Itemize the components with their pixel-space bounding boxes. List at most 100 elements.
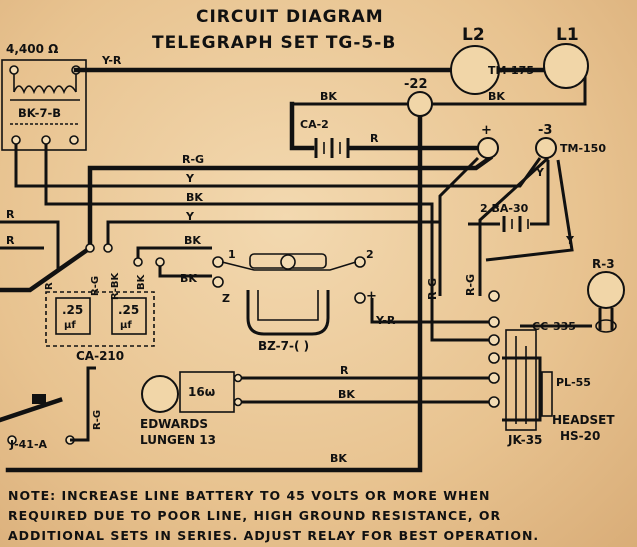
wire-right-2 xyxy=(478,156,550,296)
edwards-terminal xyxy=(233,397,243,407)
cap-box xyxy=(55,297,91,335)
label-minus-3: -3 xyxy=(538,123,552,138)
buzzer-terminal-plus xyxy=(354,292,366,304)
buzzer-bz-7: 1 Z 2 + BZ-7-( ) xyxy=(212,248,377,353)
label-edwards-2: LUNGEN 13 xyxy=(140,433,216,447)
wire-label-bk: BK xyxy=(186,191,203,204)
cap-terminal xyxy=(85,243,95,253)
buzzer-u-magnet xyxy=(246,290,330,336)
wire-label-y: Y xyxy=(535,166,545,179)
terminal-minus-3 xyxy=(535,137,557,159)
headset-assembly: R-3 CC-335 PL-55 HEADSET HS-20 xyxy=(532,257,625,443)
note-line-2: REQUIRED DUE TO POOR LINE, HIGH GROUND R… xyxy=(8,508,501,523)
wire-right-1 xyxy=(438,156,480,296)
wire-diagonal-left xyxy=(0,244,94,293)
cap-value-1: .25 xyxy=(62,303,83,317)
label-l2: L2 xyxy=(462,25,485,45)
plug-body xyxy=(541,371,553,417)
wire-label-bk: BK xyxy=(184,234,201,247)
line-terminals: L2 L1 TM-175 xyxy=(450,25,589,95)
relay-terminal xyxy=(69,135,79,145)
relay-terminal xyxy=(11,135,21,145)
wire-label-r-g: R-G xyxy=(90,276,101,296)
wire-y-right xyxy=(485,159,574,262)
wire-label-bk: BK xyxy=(338,388,355,401)
edwards-box xyxy=(179,371,235,413)
jack-terminal xyxy=(488,372,500,384)
terminal-l1 xyxy=(543,43,589,89)
label-cc335: CC-335 xyxy=(532,320,576,333)
label-tm175: TM-175 xyxy=(488,64,534,77)
buzzer-knob xyxy=(280,254,296,270)
buzzer-terminal-1 xyxy=(212,256,224,268)
relay-terminal xyxy=(9,65,19,75)
edwards-buzzer: 16ω EDWARDS LUNGEN 13 xyxy=(140,371,243,447)
buzzer-terminal-2 xyxy=(354,256,366,268)
label-tm150: TM-150 xyxy=(560,142,606,155)
wire-bk-switch-1 xyxy=(136,246,212,262)
label-r3: R-3 xyxy=(592,257,615,271)
wire-bk-bottom xyxy=(5,113,423,473)
wire-label-y-r: Y-R xyxy=(375,314,396,327)
title-line-1: CIRCUIT DIAGRAM xyxy=(196,7,384,27)
label-edwards-1: EDWARDS xyxy=(140,417,208,431)
wire-label-r-bk: R-BK xyxy=(110,272,121,300)
key-lever xyxy=(0,397,63,423)
terminal-minus-22 xyxy=(407,91,433,117)
cord-coil xyxy=(595,319,617,333)
wire-y xyxy=(14,144,542,188)
label-ca2: CA-2 xyxy=(300,118,329,131)
wire-label-r: R xyxy=(44,282,55,290)
wire-label-r: R xyxy=(370,132,379,145)
wire-bk-mid xyxy=(44,144,494,342)
capacitor-ca-210: R R-G R-BK BK .25 .25 μf μf CA-210 xyxy=(44,243,165,363)
wire-label-bk: BK xyxy=(180,272,197,285)
label-bz7: BZ-7-( ) xyxy=(258,339,309,353)
wire-label-y-r: Y-R xyxy=(101,54,122,67)
wire-label-r-g: R-G xyxy=(182,153,204,166)
note-line-1: NOTE: INCREASE LINE BATTERY TO 45 VOLTS … xyxy=(8,488,491,503)
jack-jk-35: JK-35 xyxy=(488,290,542,447)
cap-terminal xyxy=(155,257,165,267)
wire-label-r: R xyxy=(6,234,15,247)
wire-ca2-left xyxy=(289,101,315,151)
relay-box xyxy=(1,59,87,151)
wire-label-r: R xyxy=(340,364,349,377)
key-wire xyxy=(70,366,96,442)
wire-jack-right xyxy=(502,356,542,422)
buzzer-lever xyxy=(221,261,357,271)
wire-label-r-g: R-G xyxy=(426,278,439,300)
jack-body xyxy=(505,329,537,431)
wire-label-y: Y xyxy=(565,234,575,247)
wire-label-bk: BK xyxy=(488,90,505,103)
wire-label-r-g: R-G xyxy=(92,410,103,430)
ca210-enclosure xyxy=(45,291,155,347)
label-minus-22: -22 xyxy=(404,77,428,92)
headset-cord xyxy=(598,308,614,330)
wire-label-y: Y xyxy=(185,210,195,223)
cap-terminal xyxy=(133,257,143,267)
cap-unit: μf xyxy=(120,320,132,331)
jack-terminal xyxy=(488,334,500,346)
wire-y-2 xyxy=(106,220,440,248)
jack-terminal xyxy=(488,290,500,302)
key-terminal xyxy=(7,435,17,445)
buzzer-u-inner xyxy=(257,290,319,321)
wire-label-bk: BK xyxy=(320,90,337,103)
wire-r-g xyxy=(87,154,494,251)
key-knob xyxy=(32,394,46,404)
jack-terminal xyxy=(488,316,500,328)
terminal-plus xyxy=(477,137,499,159)
relay-label: BK-7-B xyxy=(18,106,61,120)
label-two: 2 xyxy=(366,248,374,261)
cap-terminal xyxy=(103,243,113,253)
label-plus-2: + xyxy=(366,289,377,304)
label-headset-2: HS-20 xyxy=(560,429,600,443)
label-ba30: 2 BA-30 xyxy=(480,202,529,215)
relay-coil xyxy=(13,85,77,95)
label-headset-1: HEADSET xyxy=(552,413,615,427)
title-line-2: TELEGRAPH SET TG-5-B xyxy=(152,33,396,53)
wire-y-r-buzzer xyxy=(370,298,494,324)
